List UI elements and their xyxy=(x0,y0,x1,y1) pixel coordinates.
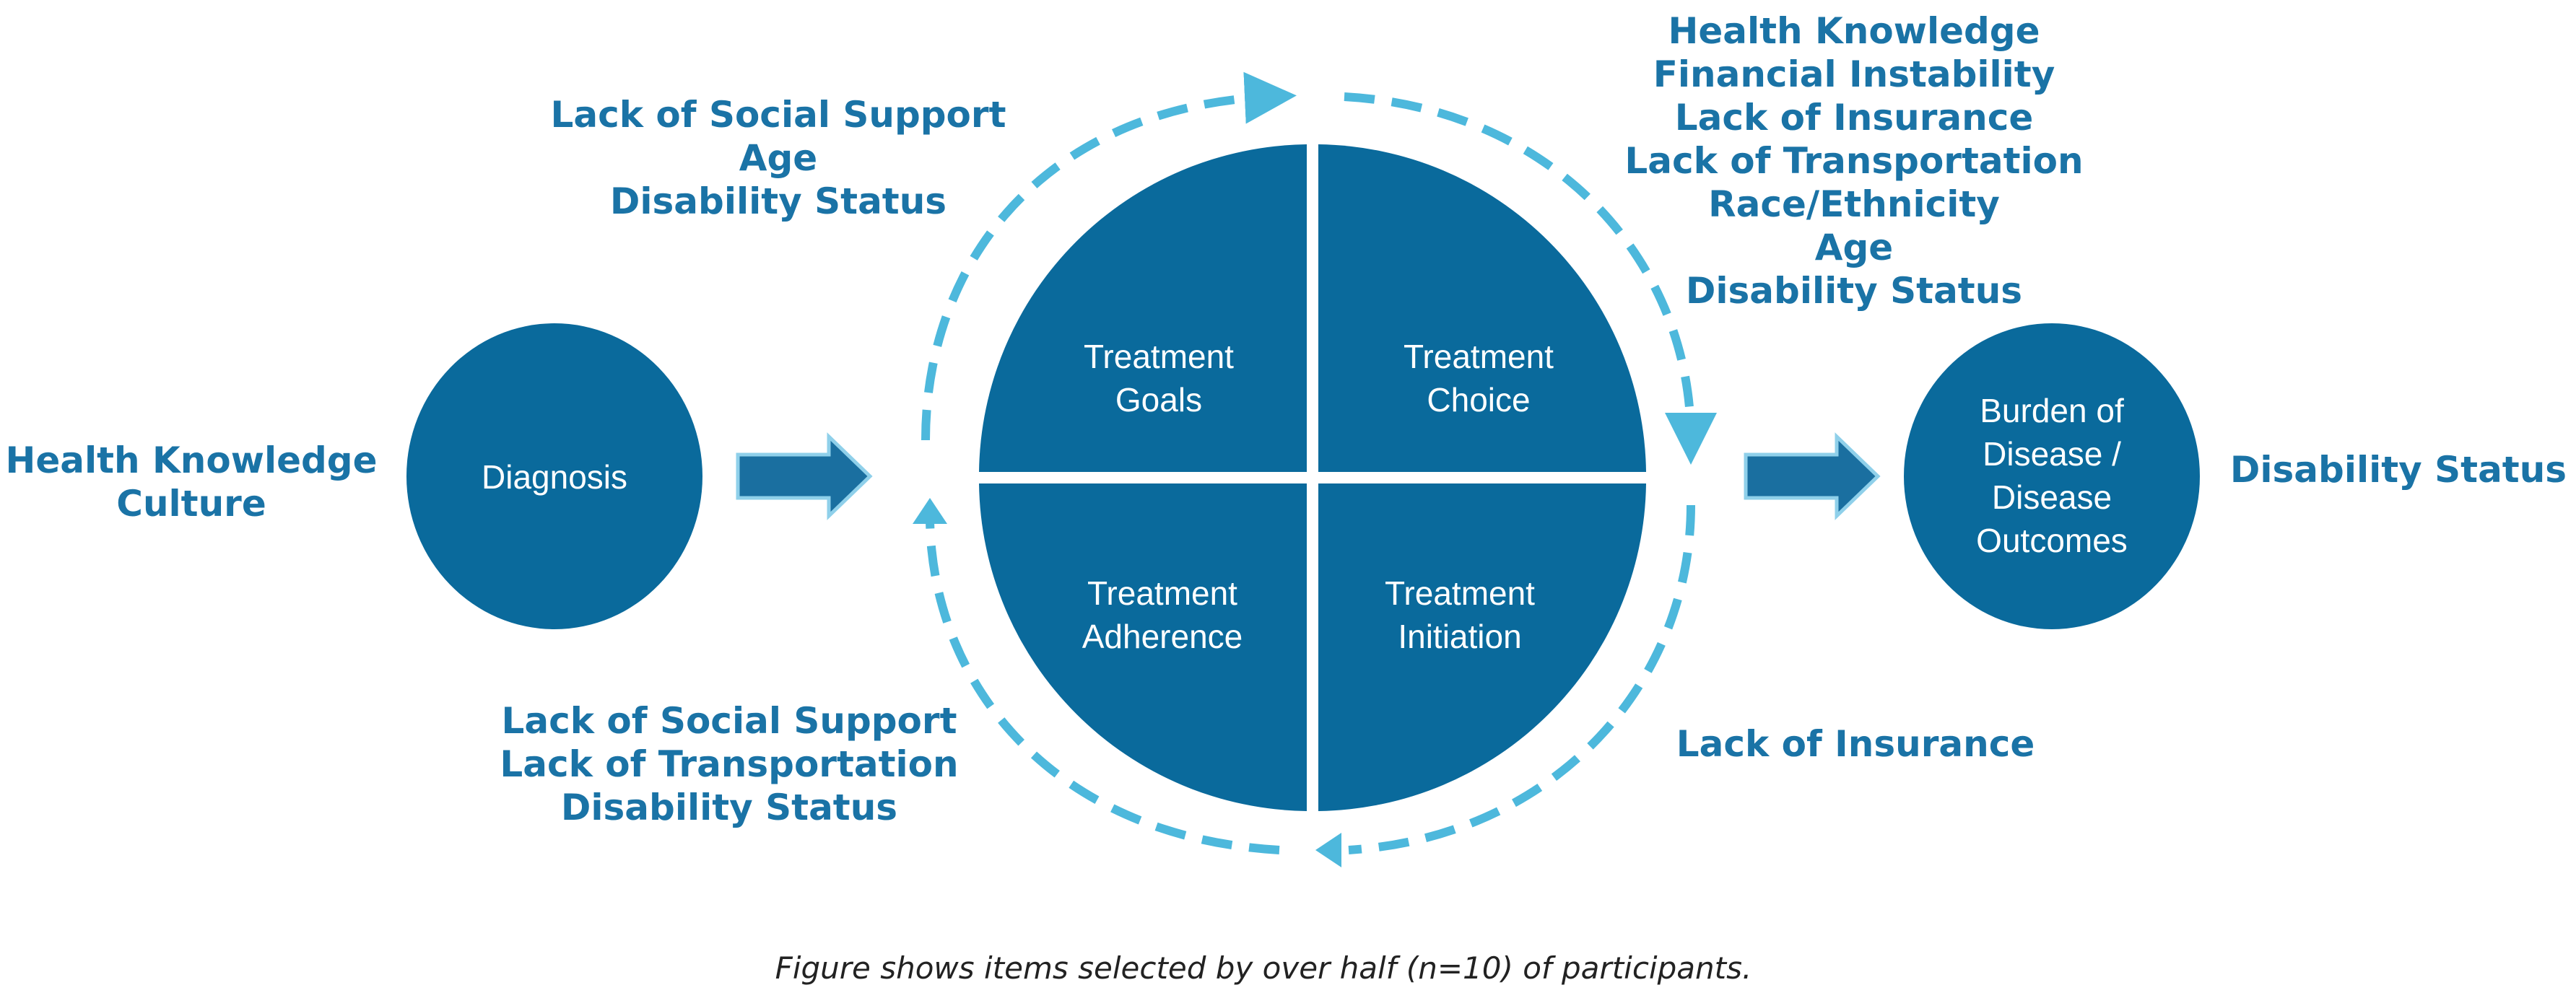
treatment-goals-label-2: Goals xyxy=(1115,381,1202,419)
treatment-choice-quadrant xyxy=(1318,144,1646,472)
figure-caption: Figure shows items selected by over half… xyxy=(775,950,1752,986)
outcomes-label-4: Outcomes xyxy=(1976,522,2128,559)
adherence-factor-3: Disability Status xyxy=(561,787,897,828)
diagnosis-node xyxy=(406,323,702,629)
treatment-choice-label-1: Treatment xyxy=(1404,338,1554,375)
cycle-arrowhead-bottom-right xyxy=(1315,833,1341,867)
treatment-initiation-label-2: Initiation xyxy=(1398,618,1521,655)
treatment-goals-quadrant xyxy=(979,144,1307,472)
outcomes-label-1: Burden of xyxy=(1980,392,2124,429)
cycle-arrows xyxy=(921,71,1717,854)
treatment-circle xyxy=(979,144,1646,811)
treatment-choice-label-2: Choice xyxy=(1427,381,1530,419)
choice-factor-3: Lack of Insurance xyxy=(1675,97,2034,139)
choice-factor-2: Financial Instability xyxy=(1653,53,2055,95)
cycle-arrow-bottom-left xyxy=(926,517,1280,854)
outcomes-label-3: Disease xyxy=(1992,478,2112,516)
treatment-adherence-quadrant xyxy=(979,483,1307,811)
choice-factor-1: Health Knowledge xyxy=(1668,10,2040,52)
cycle-arrow-bottom-right xyxy=(1348,504,1695,854)
adherence-factor-1: Lack of Social Support xyxy=(502,700,957,742)
treatment-initiation-quadrant xyxy=(1318,483,1646,811)
treatment-adherence-label-2: Adherence xyxy=(1082,618,1243,655)
goals-factor-2: Age xyxy=(739,137,817,179)
cycle-arrowhead-bottom-left xyxy=(913,498,947,524)
diagnosis-label: Diagnosis xyxy=(482,458,627,496)
goals-factor-1: Lack of Social Support xyxy=(551,94,1006,136)
cycle-arrow-top-left xyxy=(921,71,1297,441)
choice-factor-5: Race/Ethnicity xyxy=(1708,183,2000,225)
outcomes-label-2: Disease / xyxy=(1983,435,2121,473)
initiation-factor-1: Lack of Insurance xyxy=(1676,723,2035,765)
choice-factor-6: Age xyxy=(1815,227,1893,268)
goals-factor-3: Disability Status xyxy=(610,180,947,222)
flow-arrow-2 xyxy=(1744,432,1881,520)
diagnosis-factor-1: Health Knowledge xyxy=(6,439,378,481)
choice-factor-4: Lack of Transportation xyxy=(1624,140,2083,182)
diagnosis-factor-2: Culture xyxy=(116,483,266,525)
adherence-factor-2: Lack of Transportation xyxy=(500,743,958,785)
outcomes-node xyxy=(1904,323,2200,629)
flow-arrow-1 xyxy=(736,432,873,520)
outcomes-factor-1: Disability Status xyxy=(2230,449,2567,491)
treatment-initiation-label-1: Treatment xyxy=(1385,574,1535,612)
treatment-adherence-label-1: Treatment xyxy=(1087,574,1237,612)
choice-factor-7: Disability Status xyxy=(1686,270,2022,312)
treatment-goals-label-1: Treatment xyxy=(1084,338,1234,375)
